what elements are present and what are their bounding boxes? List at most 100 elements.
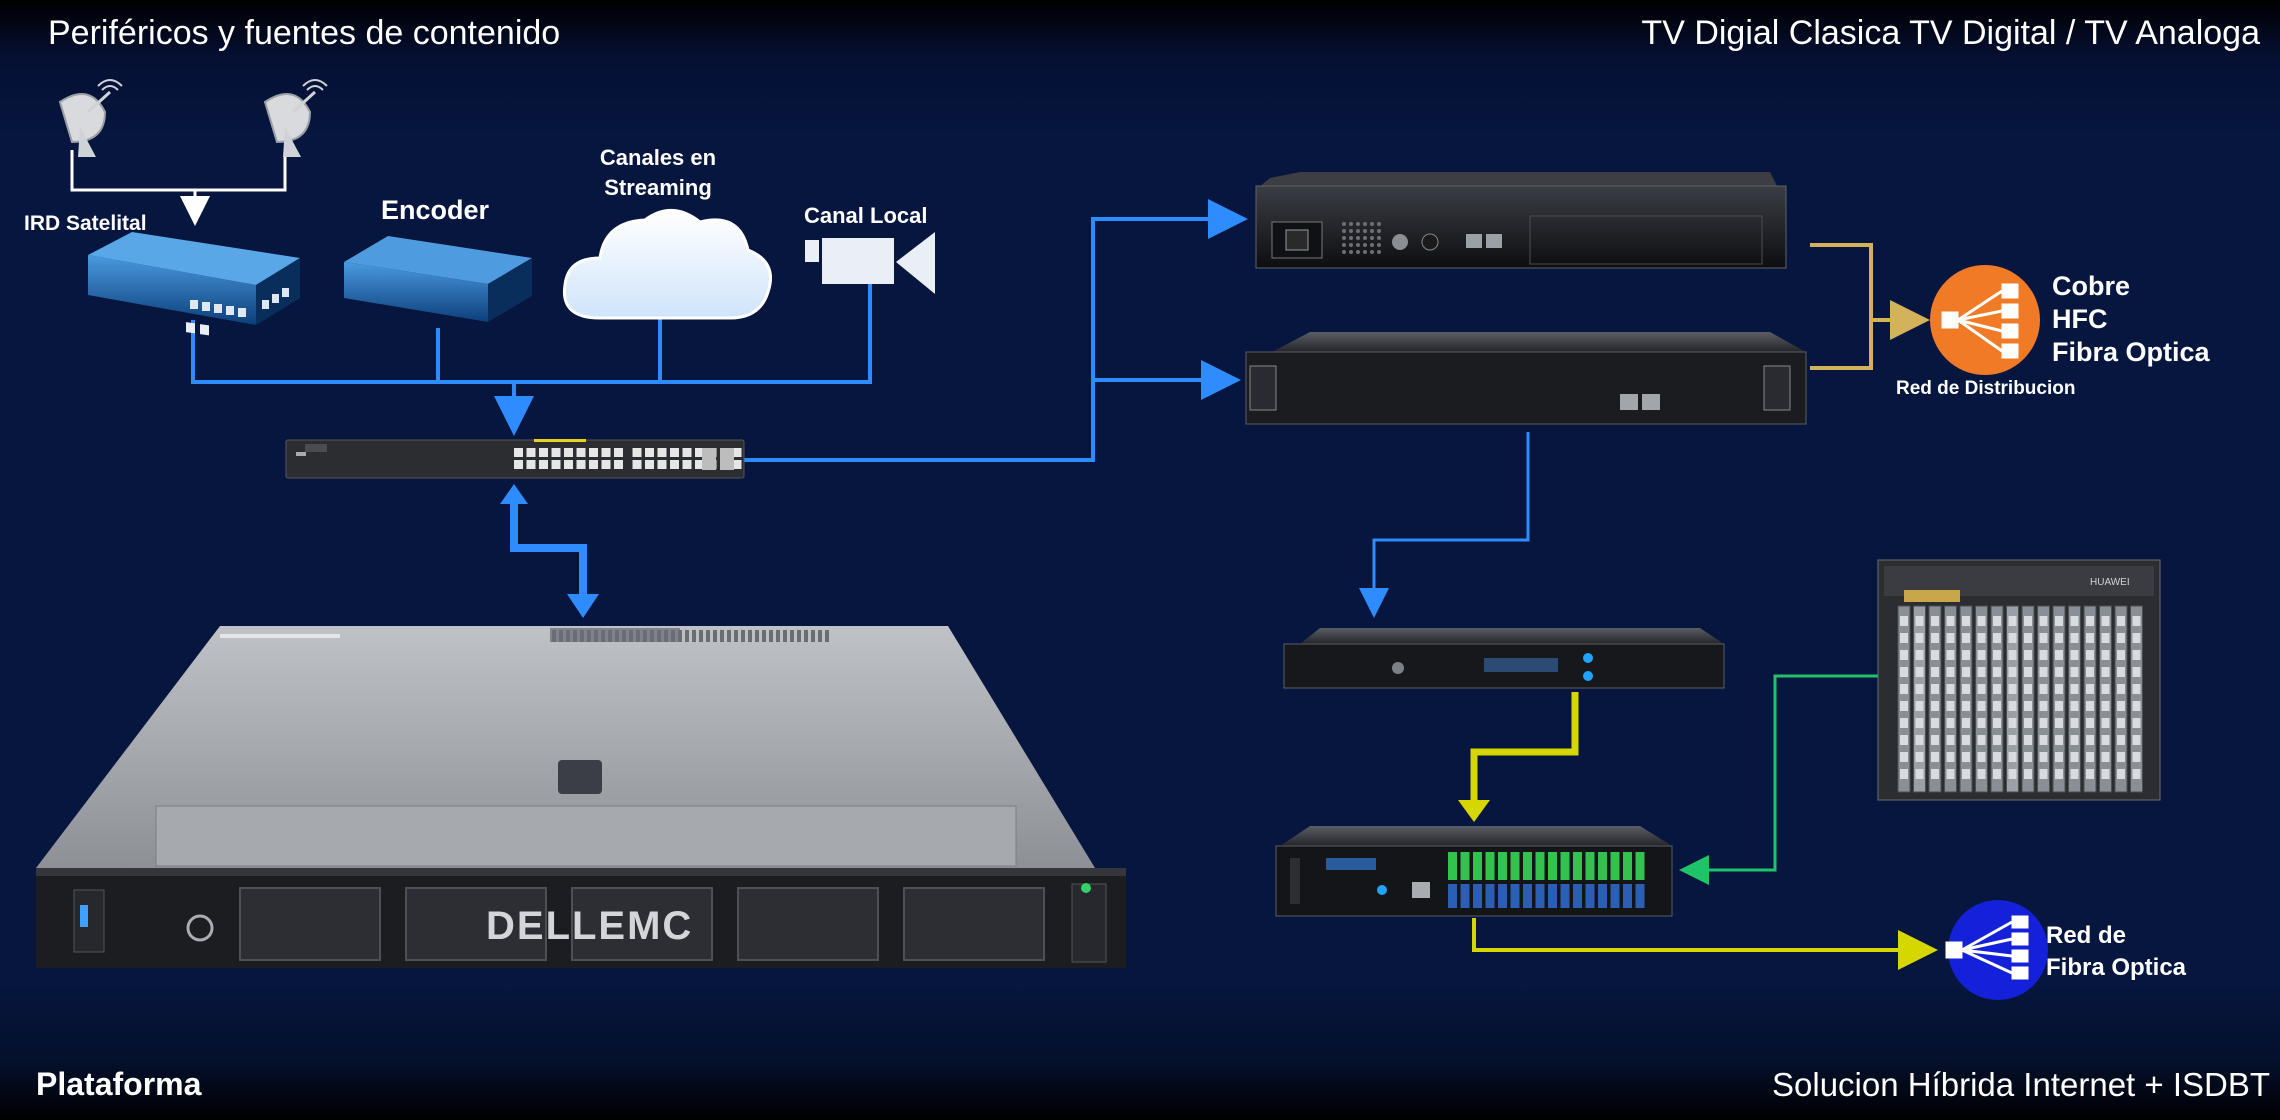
switch-port	[670, 460, 679, 469]
rack-card-slot	[2086, 769, 2094, 779]
modulator-device-icon	[1245, 332, 1807, 425]
server-vent	[790, 630, 794, 642]
rack-card-slot	[2024, 667, 2032, 677]
switch-port	[564, 448, 573, 457]
fiber-port	[1498, 852, 1507, 880]
fiber-port-base	[1460, 884, 1470, 908]
rack-card-slot	[2008, 616, 2017, 626]
sources-bus-link	[191, 280, 872, 436]
fiber-port-base	[1585, 884, 1595, 908]
switch-port	[657, 460, 667, 469]
rack-card-slot	[2086, 735, 2094, 745]
switch-port	[576, 448, 586, 457]
rack-card-slot	[1977, 650, 1986, 660]
rack-card-slot	[2055, 616, 2063, 626]
rack-card-slot	[2024, 616, 2032, 626]
switch-port	[614, 448, 623, 457]
server-vent	[580, 630, 584, 642]
vent-dot	[1349, 236, 1353, 240]
switch-headend-link	[744, 199, 1248, 462]
vent-dot	[1370, 229, 1374, 233]
header-right-title: TV Digial Clasica TV Digital / TV Analog…	[1641, 14, 2260, 52]
vent-dot	[1377, 229, 1381, 233]
rack-card-slot	[2070, 769, 2079, 779]
rack-card-slot	[2008, 684, 2017, 694]
server-vent	[629, 630, 633, 642]
distribution-type-2: HFC	[2052, 304, 2108, 334]
rack-card-slot	[1962, 667, 1970, 677]
rack-card-slot	[1946, 616, 1955, 626]
distribution-network-icon	[1930, 265, 2040, 375]
server-vent	[762, 630, 766, 642]
rack-card-slot	[1993, 684, 2001, 694]
switch-port	[632, 448, 642, 457]
switch-port	[601, 448, 611, 457]
switch-port	[551, 460, 561, 469]
rack-card-slot	[2117, 633, 2125, 643]
server-drive-bay	[405, 887, 547, 961]
fiber-port	[1610, 852, 1620, 880]
fiber-port-base	[1635, 884, 1645, 908]
switch-port	[614, 460, 623, 469]
switch-port	[539, 460, 548, 469]
rack-card-slot	[1977, 633, 1986, 643]
switch-port	[589, 448, 598, 457]
rack-card-slot	[2132, 684, 2141, 694]
optical-transmitter-icon	[1283, 628, 1725, 689]
switch-port	[695, 448, 704, 457]
rack-card-slot	[1977, 701, 1986, 711]
vent-dot	[1356, 243, 1360, 247]
rack-card-slot	[2086, 633, 2094, 643]
rack-card-slot	[1915, 684, 1924, 694]
fiber-port-base	[1623, 884, 1632, 908]
rack-card-slot	[2055, 650, 2063, 660]
rack-card-slot	[1915, 667, 1924, 677]
server-vent	[825, 630, 829, 642]
vent-dot	[1377, 236, 1381, 240]
server-vent	[769, 630, 773, 642]
server-vent	[734, 630, 738, 642]
switch-server-arrow-up	[500, 484, 528, 504]
rack-card-slot	[1900, 752, 1908, 762]
server-vent	[636, 630, 640, 642]
header-left-title: Periféricos y fuentes de contenido	[48, 14, 561, 52]
rack-card-slot	[1962, 769, 1970, 779]
rack-card-slot	[2008, 735, 2017, 745]
fiber-port	[1473, 852, 1482, 880]
vent-dot	[1370, 243, 1374, 247]
rack-card-slot	[2117, 616, 2125, 626]
server-vent	[615, 630, 619, 642]
rack-card-slot	[2039, 718, 2048, 728]
rack-card-slot	[2117, 718, 2125, 728]
switch-port	[657, 448, 667, 457]
rack-card-slot	[1946, 735, 1955, 745]
rack-card-slot	[1931, 616, 1939, 626]
rack-card-slot	[2117, 752, 2125, 762]
switch-port	[589, 460, 598, 469]
footer-right-title: Solucion Híbrida Internet + ISDBT	[1772, 1066, 2270, 1103]
vent-dot	[1349, 250, 1353, 254]
rack-card-slot	[1993, 718, 2001, 728]
server-vent	[552, 630, 556, 642]
fiber-port	[1598, 852, 1607, 880]
rack-card-slot	[2008, 667, 2017, 677]
rack-card-slot	[2055, 769, 2063, 779]
rack-card-slot	[2070, 650, 2079, 660]
rack-card-slot	[2086, 616, 2094, 626]
switch-server-link	[510, 498, 587, 600]
vent-dot	[1377, 243, 1381, 247]
rack-card-slot	[2039, 667, 2048, 677]
rack-card-slot	[1993, 752, 2001, 762]
vent-dot	[1363, 229, 1367, 233]
distribution-caption: Red de Distribucion	[1896, 378, 2076, 399]
server-vent	[783, 630, 787, 642]
rack-card-slot	[2055, 735, 2063, 745]
camera-icon	[805, 232, 935, 294]
switch-port	[564, 460, 573, 469]
footer-left-title: Plataforma	[36, 1066, 202, 1102]
server-vent	[573, 630, 577, 642]
rack-olt-link	[1679, 674, 1878, 885]
rack-card-slot	[2039, 735, 2048, 745]
rack-card-slot	[2086, 650, 2094, 660]
rack-card-slot	[2024, 718, 2032, 728]
